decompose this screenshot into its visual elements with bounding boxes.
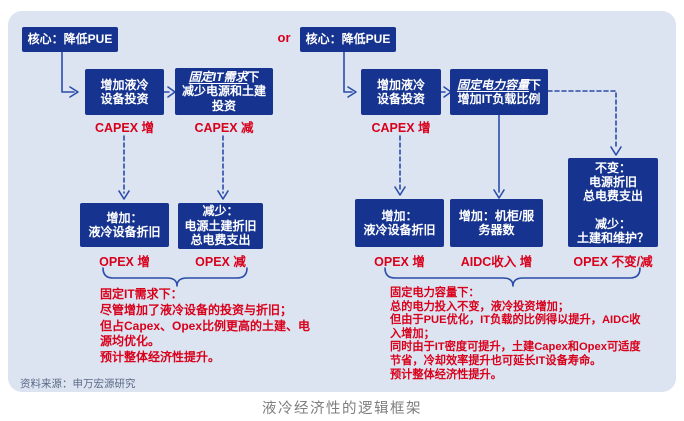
left-capex-dec-label: CAPEX 减 (194, 121, 254, 135)
left-summary-note: 固定IT需求下： 尽管增加了液冷设备的投资与折旧； 但占Capex、Opex比例… (100, 287, 311, 365)
right-fixed-capacity-title: 固定电力容量下 (456, 77, 542, 92)
or-label: or (277, 30, 291, 45)
right-fixed-capacity-body: 增加IT负载比例 (457, 92, 541, 106)
right-invest-box: 增加液冷 设备投资 (361, 69, 441, 115)
left-opex-inc-label: OPEX 增 (99, 255, 150, 269)
core-box-left: 核心：降低PUE (22, 27, 118, 52)
right-summary-note: 固定电力容量下： 总的电力投入不变，液冷投资增加； 但由于PUE优化，IT负载的… (390, 287, 641, 381)
left-opex-dec-box: 减少： 电源土建折旧 总电费支出 (178, 203, 263, 249)
right-opex-inc-box: 增加： 液冷设备折旧 (355, 199, 444, 247)
figure-caption: 液冷经济性的逻辑框架 (262, 401, 422, 417)
right-aidc-inc-label: AIDC收入 增 (460, 255, 533, 269)
left-opex-inc-box: 增加： 液冷设备折旧 (80, 203, 169, 247)
right-unchanged-box: 不变： 电源折旧 总电费支出 减少： 土建和维护？ (568, 158, 658, 247)
left-capex-inc-label: CAPEX 增 (94, 121, 155, 135)
right-opex-flat-label: OPEX 不变/减 (573, 255, 653, 269)
left-opex-dec-label: OPEX 减 (195, 255, 246, 269)
left-fixed-demand-box: 固定IT需求下 减少电源和土建 投资 (175, 68, 273, 115)
right-racks-box: 增加：机柜/服 务器数 (450, 199, 543, 247)
left-fixed-demand-body: 减少电源和土建 投资 (181, 84, 266, 113)
source-attribution: 资料来源：申万宏源研究 (20, 378, 136, 390)
left-fixed-demand-title: 固定IT需求下 (188, 69, 260, 84)
left-invest-box: 增加液冷 设备投资 (85, 69, 164, 115)
right-capex-inc-label: CAPEX 增 (371, 121, 431, 135)
right-fixed-capacity-box: 固定电力容量下 增加IT负载比例 (450, 69, 548, 115)
right-opex-inc-label: OPEX 增 (374, 255, 425, 269)
core-box-right: 核心：降低PUE (300, 27, 396, 52)
